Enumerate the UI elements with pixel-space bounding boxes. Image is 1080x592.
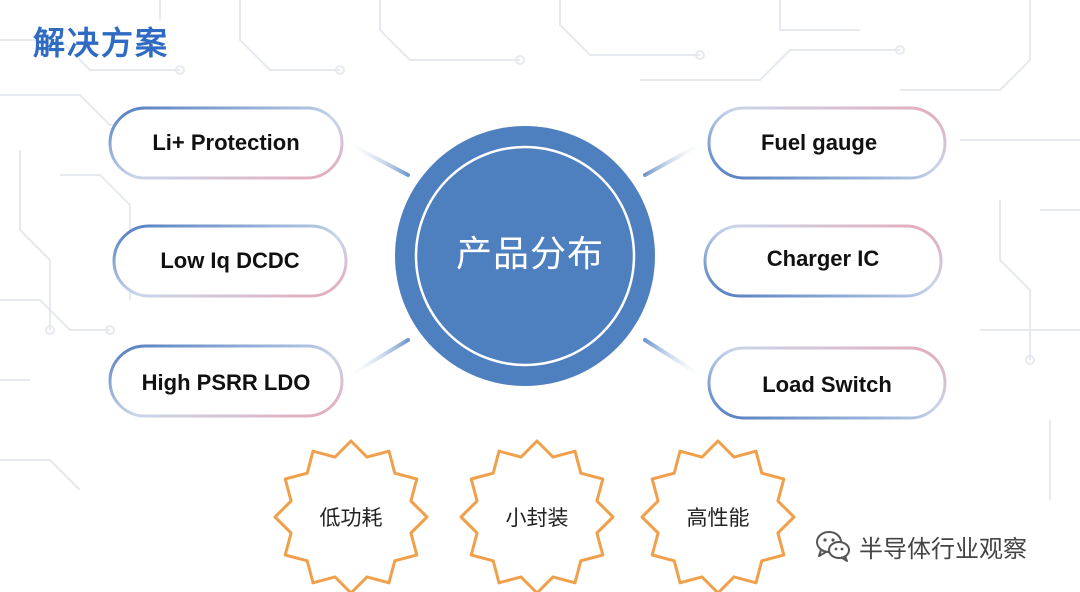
feature-label-low-power: 低功耗 (319, 506, 383, 530)
circuit-background (0, 0, 1080, 500)
pill-low-iq-dcdc (112, 224, 348, 298)
pill-load-switch (707, 346, 947, 420)
pill-label-li-protection: Li+ Protection (152, 130, 300, 155)
star-small-package (459, 439, 615, 592)
watermark: 半导体行业观察 (815, 526, 1027, 566)
pill-label-high-psrr-ldo: High PSRR LDO (141, 370, 311, 395)
star-high-performance (640, 439, 796, 592)
pill-charger-ic (703, 224, 943, 298)
feature-stars (273, 439, 796, 592)
center-circle (395, 126, 655, 386)
pill-label-load-switch: Load Switch (762, 372, 892, 397)
pill-label-low-iq-dcdc: Low Iq DCDC (160, 248, 300, 273)
pill-li-protection (108, 106, 344, 180)
feature-label-high-performance: 高性能 (686, 506, 750, 530)
pill-label-fuel-gauge: Fuel gauge (760, 130, 878, 155)
watermark-text: 半导体行业观察 (859, 534, 1027, 563)
left-pills (108, 106, 348, 418)
right-pills (703, 106, 947, 420)
page-title: 解决方案 (33, 24, 170, 62)
pill-fuel-gauge (707, 106, 947, 180)
feature-label-small-package: 小封装 (505, 506, 569, 530)
pill-label-charger-ic: Charger IC (766, 246, 880, 271)
star-low-power (273, 439, 429, 592)
wechat-icon (816, 531, 850, 562)
center-label: 产品分布 (455, 234, 604, 275)
connector-lines (343, 140, 707, 380)
pill-high-psrr-ldo (108, 344, 344, 418)
